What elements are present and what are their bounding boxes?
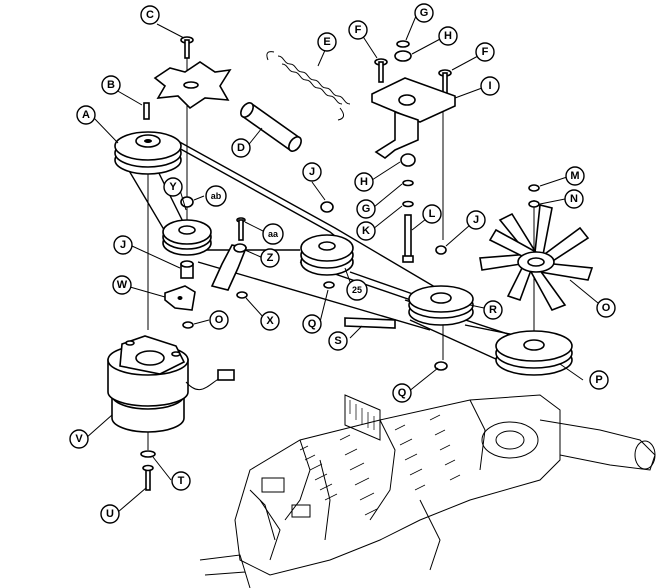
bar-s [344,317,396,329]
callout-w: W [112,275,132,295]
svg-text:A: A [82,109,90,121]
svg-text:L: L [429,208,436,220]
spring-e [266,51,351,121]
callout-k: K [356,221,376,241]
fan-o [479,184,594,311]
electric-clutch-v [107,335,235,491]
transmission-assembly [199,394,656,588]
leader-lines [85,15,599,513]
idler-pulley-25 [300,201,354,289]
svg-text:Q: Q [398,387,407,399]
idler-pulley-y [162,196,212,256]
callout-c: C [140,5,160,25]
callout-f-left: F [348,20,368,40]
svg-text:S: S [334,335,341,347]
callout-g-bottom: G [356,199,376,219]
svg-text:E: E [323,36,330,48]
callout-s: S [328,331,348,351]
callout-e: E [317,32,337,52]
svg-text:D: D [237,142,245,154]
svg-text:X: X [266,315,274,327]
callout-r: R [483,300,503,320]
callout-q-right: Q [392,383,412,403]
svg-text:Y: Y [169,181,177,193]
callout-b: B [101,75,121,95]
callout-j-right: J [466,210,486,230]
pin-b [143,102,150,120]
svg-text:R: R [489,304,497,316]
callout-j-left: J [113,235,133,255]
callout-j-center: J [302,162,322,182]
callout-i: I [480,76,500,96]
callout-u: U [100,504,120,524]
callout-o-fan: O [596,298,616,318]
svg-text:F: F [355,24,362,36]
callout-h-top: H [438,26,458,46]
callout-t: T [171,471,191,491]
svg-text:25: 25 [352,285,362,295]
callout-n: N [564,189,584,209]
callout-h-bottom: H [354,172,374,192]
callout-a: A [76,105,96,125]
callout-v: V [69,429,89,449]
pulley-p [495,330,573,376]
svg-text:J: J [309,166,315,178]
callout-25: 25 [346,279,368,301]
callout-aa: aa [262,223,284,245]
svg-text:Q: Q [308,318,317,330]
svg-text:J: J [473,214,479,226]
svg-text:P: P [595,374,602,386]
svg-text:G: G [420,7,429,19]
svg-text:N: N [570,193,578,205]
svg-text:F: F [482,46,489,58]
svg-text:K: K [362,225,370,237]
callout-ab: ab [205,185,227,207]
svg-text:H: H [360,176,368,188]
svg-text:J: J [120,239,126,251]
spindle-plate [153,61,232,110]
svg-text:I: I [488,80,491,92]
svg-text:Z: Z [267,252,274,264]
callout-o-left: O [209,310,229,330]
callout-q-center: Q [302,314,322,334]
callout-l: L [422,204,442,224]
nut-x [236,291,248,299]
callout-g-top: G [414,3,434,23]
pulley-r [408,245,474,371]
bracket-assembly [371,40,456,263]
svg-text:aa: aa [268,229,279,239]
bolt-aa [236,217,246,241]
svg-text:G: G [362,203,371,215]
svg-text:M: M [570,170,579,182]
bushing-j [180,260,194,279]
callout-x: X [260,311,280,331]
callout-z: Z [260,248,280,268]
callout-f-right: F [475,42,495,62]
svg-text:O: O [602,302,611,314]
callout-d: D [231,138,251,158]
callout-y: Y [163,177,183,197]
svg-text:H: H [444,30,452,42]
svg-text:ab: ab [211,191,222,201]
callout-p: P [589,370,609,390]
svg-text:T: T [178,475,185,487]
svg-text:W: W [117,279,128,291]
callout-m: M [565,166,585,186]
sleeve-d [240,102,302,152]
svg-text:B: B [107,79,115,91]
bolt-c [180,36,194,59]
svg-text:U: U [106,508,114,520]
svg-text:O: O [215,314,224,326]
bracket-w [164,285,196,329]
svg-text:C: C [146,9,154,21]
svg-text:V: V [75,433,83,445]
pulley-a [114,131,182,175]
bracket-z [210,243,248,291]
